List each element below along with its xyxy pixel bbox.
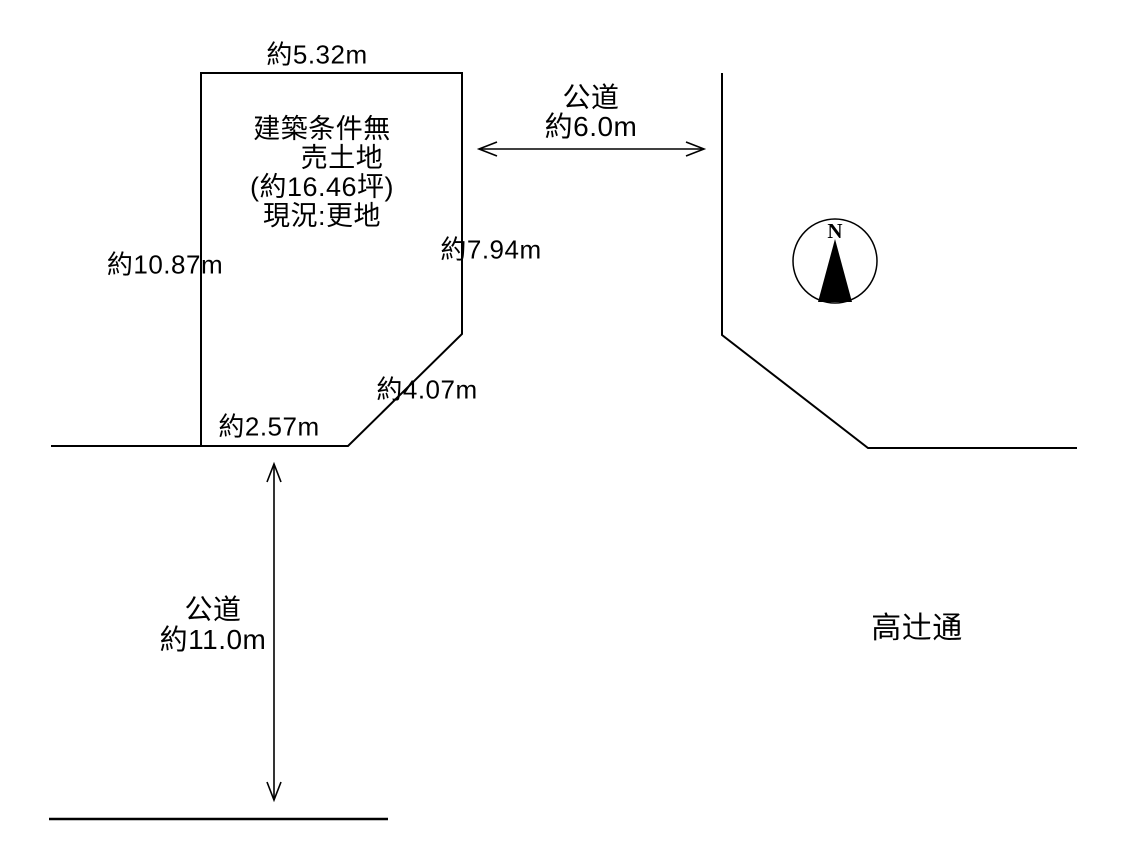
dimension-bottom-width: 約2.57m [218, 411, 320, 442]
dimension-right-length: 約7.94m [440, 234, 542, 265]
east-road-label: 公道 約6.0m [545, 83, 638, 141]
east-road-width-arrow [476, 141, 707, 157]
plot-caption-line-2: 売土地 [300, 143, 384, 173]
plot-caption-line-1: 建築条件無 [253, 114, 391, 144]
plot-caption-line-3: (約16.46坪) [249, 172, 395, 202]
east-block-outline [721, 73, 1077, 449]
south-road-width-arrow [266, 461, 282, 803]
street-name-label: 高辻通 [871, 612, 963, 645]
south-road-width: 約11.0m [159, 624, 267, 655]
plot-caption-line-4: 現況:更地 [262, 201, 381, 231]
compass-needle-icon [818, 239, 852, 302]
plot-caption: 建築条件無 売土地 (約16.46坪) 現況:更地 [250, 115, 394, 231]
plot-outline [200, 72, 463, 447]
compass-north-label: N [827, 219, 842, 243]
dimension-corner-diagonal: 約4.07m [376, 374, 478, 405]
east-road-name: 公道 [562, 82, 620, 113]
dimension-top-width: 約5.32m [266, 39, 368, 70]
south-road-label: 公道 約11.0m [160, 595, 267, 655]
east-road-width: 約6.0m [544, 111, 638, 142]
dimension-left-length: 約10.87m [106, 249, 224, 280]
compass: N [792, 218, 878, 304]
south-road-name: 公道 [184, 594, 242, 625]
